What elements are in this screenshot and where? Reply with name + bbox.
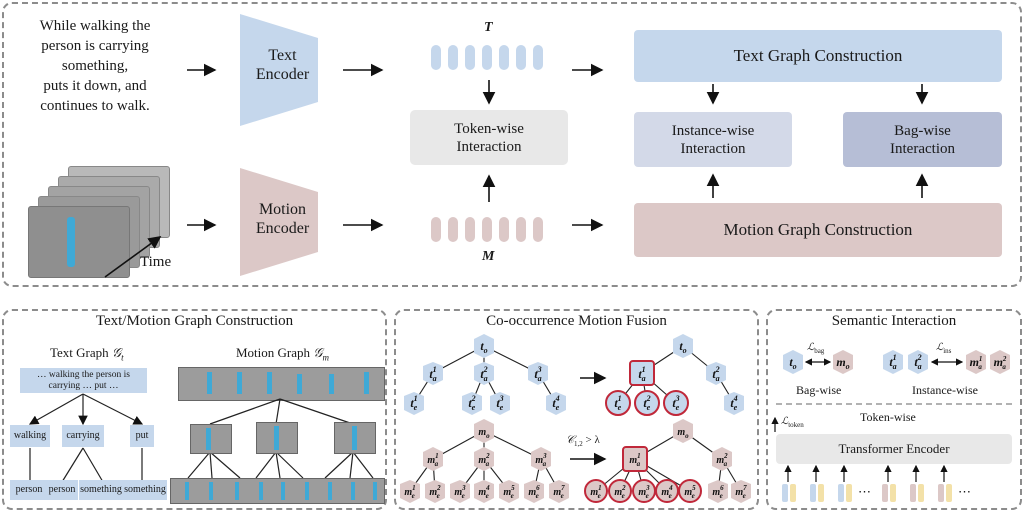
- svg-text:mo: mo: [478, 427, 490, 440]
- svg-text:m4e: m4e: [478, 484, 490, 500]
- fusion-condition: 𝒞1,2 > λ: [566, 434, 600, 449]
- instance-wise-label: Instance-wise: [912, 383, 978, 397]
- svg-text:m1a: m1a: [629, 452, 640, 468]
- svg-text:m1a: m1a: [427, 452, 438, 468]
- svg-text:m5e: m5e: [503, 484, 515, 500]
- svg-text:t1e: t1e: [410, 394, 417, 412]
- svg-text:t2e: t2e: [643, 394, 650, 412]
- overview-panel: [2, 2, 1022, 287]
- svg-text:to: to: [789, 355, 796, 371]
- caption-text: While walking the person is carrying som…: [39, 18, 151, 114]
- motion-graph-title: Motion Graph 𝒢m: [236, 345, 330, 363]
- motion-leaf-strip: [170, 478, 385, 504]
- ellipsis-2: ⋯: [958, 484, 971, 499]
- svg-text:m3e: m3e: [638, 484, 650, 500]
- svg-text:m2e: m2e: [614, 484, 626, 500]
- middle-panel-title: Co-occurrence Motion Fusion: [486, 313, 667, 329]
- right-panel-title: Semantic Interaction: [831, 313, 957, 329]
- svg-text:t1a: t1a: [889, 353, 896, 371]
- text-graph-construction: Text Graph Construction: [634, 30, 1002, 82]
- svg-text:m7e: m7e: [735, 484, 747, 500]
- entity-person-1: person: [10, 480, 48, 500]
- verb-carrying: carrying: [62, 425, 104, 447]
- motion-graph-construction: Motion Graph Construction: [634, 203, 1002, 257]
- token-wise-label: Token-wise: [860, 410, 916, 424]
- svg-text:t2a: t2a: [914, 353, 921, 371]
- entity-something-1: something: [79, 480, 123, 500]
- sentence-box: … walking the person is carrying … put …: [20, 368, 147, 393]
- verb-walking: walking: [10, 425, 50, 447]
- svg-text:m6e: m6e: [712, 484, 724, 500]
- motion-encoder: Motion Encoder: [255, 200, 310, 237]
- svg-text:t2a: t2a: [480, 365, 487, 383]
- svg-text:m3a: m3a: [535, 452, 547, 468]
- token-T-label: T: [484, 20, 493, 35]
- instance-wise-interaction: Instance-wise Interaction: [634, 112, 792, 167]
- token-wise-interaction: Token-wise Interaction: [410, 110, 568, 165]
- svg-text:t3a: t3a: [534, 365, 541, 383]
- svg-text:m2a: m2a: [478, 452, 490, 468]
- motion-clip-1: [190, 424, 232, 454]
- loss-token: ℒtoken: [781, 416, 804, 429]
- token-M-label: M: [482, 249, 495, 264]
- svg-text:m1e: m1e: [404, 484, 415, 500]
- loss-bag: ℒbag: [807, 342, 825, 355]
- entity-person-2: person: [46, 480, 78, 500]
- svg-text:to: to: [679, 339, 686, 355]
- svg-text:m6e: m6e: [528, 484, 540, 500]
- svg-text:to: to: [480, 339, 487, 355]
- transformer-encoder: Transformer Encoder: [776, 434, 1012, 464]
- svg-text:m2a: m2a: [994, 355, 1007, 371]
- svg-text:m7e: m7e: [553, 484, 565, 500]
- motion-clip-3: [334, 422, 376, 454]
- svg-text:t1a: t1a: [638, 365, 645, 383]
- time-label: Time: [140, 254, 172, 270]
- left-panel-title: Text/Motion Graph Construction: [95, 313, 294, 329]
- semantic-interaction-panel: [766, 309, 1022, 510]
- svg-text:m3e: m3e: [454, 484, 466, 500]
- ellipsis-1: ⋯: [858, 484, 871, 499]
- svg-text:m4e: m4e: [661, 484, 673, 500]
- bag-wise-label: Bag-wise: [796, 383, 842, 397]
- svg-text:t1a: t1a: [429, 365, 436, 383]
- graph-construction-panel: [2, 309, 387, 510]
- entity-something-2: something: [123, 480, 167, 500]
- svg-text:m5e: m5e: [684, 484, 696, 500]
- cooccurrence-panel: [394, 309, 759, 510]
- svg-text:t4e: t4e: [552, 394, 559, 412]
- motion-frames: [20, 160, 180, 280]
- bag-wise-interaction: Bag-wise Interaction: [843, 112, 1002, 167]
- verb-put: put: [130, 425, 154, 447]
- svg-text:m1a: m1a: [970, 355, 983, 371]
- text-graph-title: Text Graph 𝒢t: [50, 345, 124, 363]
- loss-ins: ℒins: [936, 342, 952, 355]
- svg-text:mo: mo: [677, 427, 689, 440]
- svg-text:t3e: t3e: [672, 394, 679, 412]
- svg-text:t3e: t3e: [496, 394, 503, 412]
- svg-text:t4e: t4e: [730, 394, 737, 412]
- svg-text:t2e: t2e: [468, 394, 475, 412]
- svg-text:m2e: m2e: [429, 484, 441, 500]
- text-encoder: Text Encoder: [255, 46, 310, 83]
- motion-graph-strip: [178, 367, 385, 401]
- svg-text:t2a: t2a: [712, 365, 719, 383]
- motion-clip-2: [256, 422, 298, 454]
- svg-text:t1e: t1e: [614, 394, 621, 412]
- svg-text:m2a: m2a: [716, 452, 728, 468]
- svg-text:m1e: m1e: [590, 484, 601, 500]
